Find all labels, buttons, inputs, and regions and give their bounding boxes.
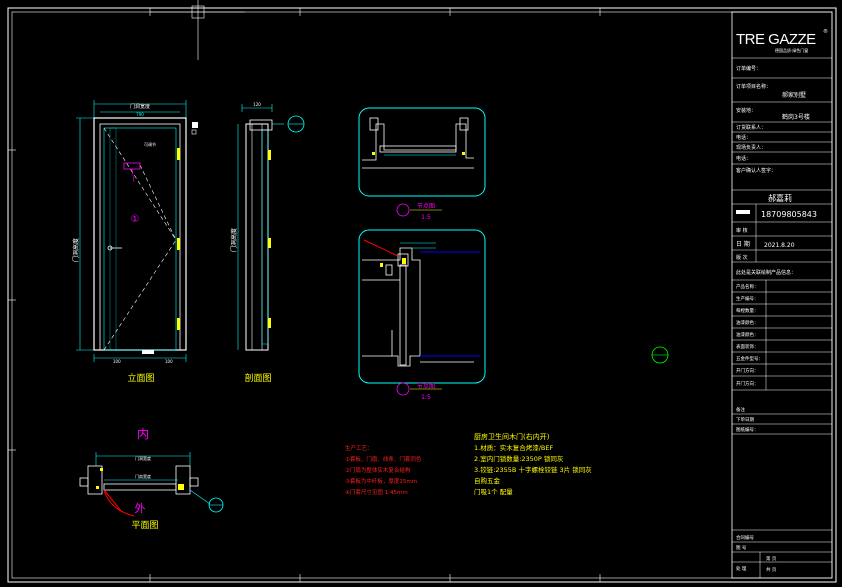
spec-note-line: 3.铰链:2355B 十字螺栓铰链 3片 锁同灰 [474, 465, 592, 474]
brand-tagline: 德国品质·绿色门窗 [775, 47, 808, 53]
reviewer-label: 审 核 [736, 227, 748, 234]
elev-dim-top: 门洞宽度 [130, 103, 150, 110]
spec-note-line: 1.材质：实木复合烤漆/BEF [474, 443, 553, 452]
node-detail-2: 节点图 1:5 [358, 229, 486, 401]
page-label: 第 页 [766, 555, 777, 562]
bottom-row: 图纸编号： [736, 426, 759, 433]
brand-logo: TRE GAZZE [736, 31, 816, 48]
node-2-label: 节点图 [417, 382, 435, 390]
product-info: 此处是关联绘制产品信息： [736, 269, 796, 276]
door-number: ① [131, 214, 140, 225]
spec-notes: 厨房卫生间木门(右内开) 1.材质：实木复合烤漆/BEF 2.室内门锁数量:23… [474, 432, 592, 496]
section-symbol [651, 346, 669, 364]
info-row: 五金件型号： [736, 355, 763, 362]
bottom-row: 图 号 [736, 545, 747, 551]
spec-note-line: 自购五金 [474, 476, 501, 485]
date-value: 2021.8.20 [764, 242, 795, 249]
page-total: 共 页 [766, 566, 777, 573]
section-view: 120 门洞高度 剖面图 [230, 102, 305, 384]
node-1-label: 节点图 [417, 202, 435, 210]
bottom-row: 下单日期 [736, 416, 754, 423]
plan-inside: 内 [137, 427, 149, 441]
node-detail-1: 节点图 1:5 [358, 107, 486, 221]
process-notes-title: 生产工艺： [345, 444, 373, 452]
elev-dim-bottom-left: 100 [113, 359, 121, 364]
address-label: 安装地： [736, 107, 756, 114]
receiver-label: 现场负责人： [736, 144, 766, 151]
process-note-line: ④门套尺寸见图 1:45mm [345, 488, 408, 496]
confirm-label: 客户确认人签字： [736, 167, 776, 174]
info-row: 油漆颜色： [736, 331, 759, 338]
process-note-line: ②门扇为整体实木复合结构 [345, 466, 411, 474]
info-row: 开门方向： [736, 367, 759, 374]
process-note-line: ③套板为中纤板，厚度15mm [345, 477, 417, 485]
info-row: 油漆颜色： [736, 319, 759, 326]
spec-note-line: 门吸1个 配量 [474, 487, 513, 496]
tel-label-2: 电话： [736, 134, 751, 141]
info-row: 每樘数量： [736, 307, 759, 314]
bottom-row: 处 理 [736, 565, 747, 572]
info-row: 产品名称： [736, 283, 759, 290]
date-label: 日 期 [736, 240, 750, 248]
order-no: 订单编号： [736, 65, 761, 72]
elev-dim-inner: 790 [136, 112, 144, 117]
process-notes: 生产工艺： ①套板、门扇、线条、门套同色 ②门扇为整体实木复合结构 ③套板为中纤… [345, 444, 422, 496]
elev-sub: 可调节 [144, 141, 156, 147]
address-value: 鹤岗3号楼 [782, 113, 810, 121]
product-name-value: 郝家别墅 [782, 91, 806, 99]
bottom-row: 合同编号 [736, 534, 754, 541]
info-row: 表面装饰： [736, 343, 759, 350]
phone-icon [736, 210, 750, 214]
sec-dim-height: 门洞高度 [230, 228, 238, 252]
info-row: 开门方向： [736, 380, 759, 387]
node-2-scale: 1:5 [421, 394, 431, 401]
product-name-label: 订单项目名称： [736, 83, 771, 90]
designer-value: 郝嘉莉 [768, 193, 792, 203]
info-row: 生产编号： [736, 295, 759, 302]
title-block: TRE GAZZE ® 德国品质·绿色门窗 订单编号： 订单项目名称： 郝家别墅… [731, 11, 833, 579]
elevation-label: 立面图 [127, 372, 154, 384]
plan-label: 平面图 [131, 520, 158, 531]
brand-logo-mark: ® [823, 28, 828, 35]
spec-note-line: 2.室内门锁数量:2350P 锁同灰 [474, 454, 564, 463]
plan-dim-inner: 门扇宽度 [135, 473, 151, 479]
spec-notes-title: 厨房卫生间木门(右内开) [474, 432, 550, 441]
tel-label-1: 订货联系人： [736, 124, 766, 131]
phone-value: 18709805843 [761, 210, 817, 219]
version-label: 版 次 [736, 254, 748, 261]
remark-label: 备注 [736, 406, 745, 413]
node-1-scale: 1:5 [421, 214, 431, 221]
plan-outside: 外 [135, 502, 146, 515]
elev-dim-height: 门洞高度 [72, 238, 80, 262]
process-note-line: ①套板、门扇、线条、门套同色 [345, 455, 422, 463]
sec-dim-top: 120 [253, 102, 261, 107]
elev-dim-bottom-right: 100 [165, 359, 173, 364]
plan-view: 内 门洞宽度 门扇宽度 外 平面图 [79, 427, 224, 531]
section-label: 剖面图 [244, 372, 271, 384]
plan-dim-width: 门洞宽度 [135, 455, 151, 461]
elevation-view: 门洞宽度 790 可调节 门洞高度 100 100 ① 立面图 [72, 100, 198, 384]
receiver-tel: 电话： [736, 155, 751, 162]
